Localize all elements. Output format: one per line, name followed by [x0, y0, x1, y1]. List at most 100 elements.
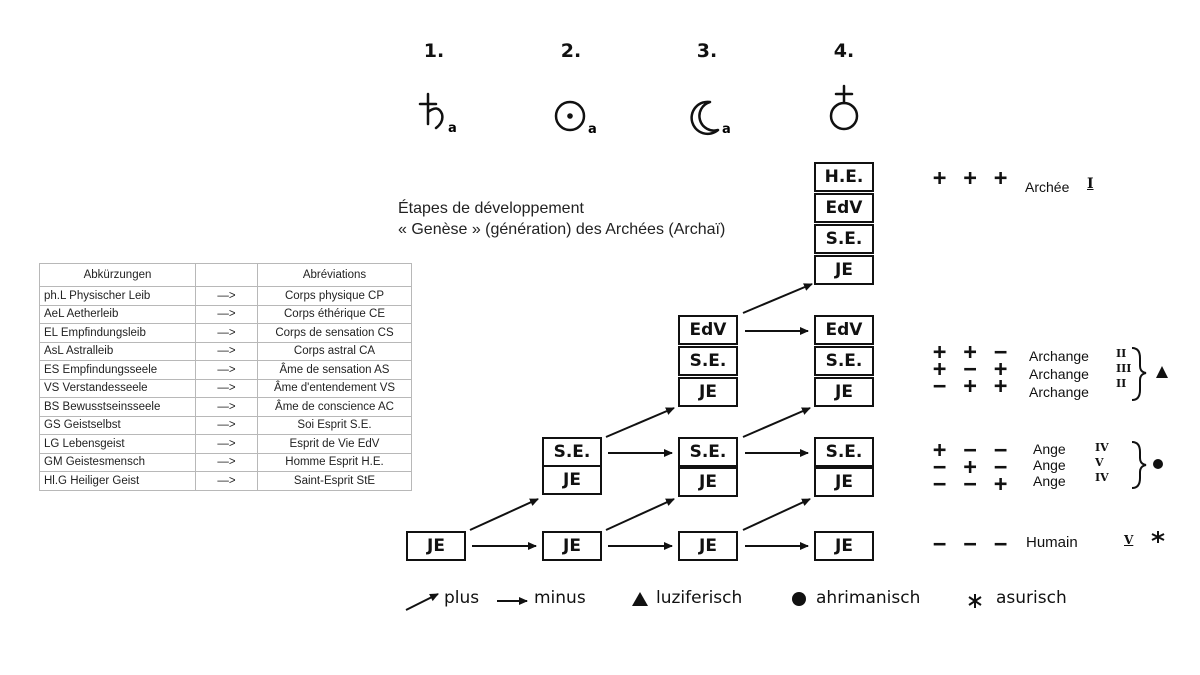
french-cell: Corps de sensation CS	[257, 323, 412, 343]
moon-icon: a	[690, 100, 731, 137]
sun-subscript: a	[588, 122, 597, 137]
earth-icon	[829, 84, 859, 131]
table-row: Hl.G Heiliger Geist—>Saint-Esprit StE	[39, 471, 412, 491]
box-se: S.E.	[814, 224, 874, 254]
header-german: Abkürzungen	[39, 263, 196, 287]
labels-archange: Archange Archange Archange	[1029, 348, 1089, 400]
box-he: H.E.	[814, 162, 874, 192]
box-se: S.E.	[542, 437, 602, 467]
signs-line: − + +	[933, 374, 1010, 399]
french-cell: Corps éthérique CE	[257, 304, 412, 324]
brace-ange	[1131, 441, 1163, 489]
table-row: VS Verstandesseele—>Âme d'entendement VS	[39, 378, 412, 398]
marker-ange: IV V IV	[1095, 441, 1109, 484]
table-row: ES Empfindungsseele—>Âme de sensation AS	[39, 360, 412, 380]
dot-icon	[1153, 459, 1163, 469]
signs-ange: + − − − + − − − +	[933, 438, 1010, 497]
signs-line: + + −	[933, 340, 1010, 365]
label-ange: Ange	[1033, 473, 1066, 489]
box-je: JE	[678, 531, 738, 561]
label-humain: Humain	[1026, 534, 1078, 551]
plus-arrow	[605, 407, 675, 438]
plus-arrow	[742, 407, 811, 438]
header-french: Abréviations	[257, 263, 412, 287]
box-je: JE	[678, 467, 738, 497]
table-row: BS Bewusstseinsseele—>Âme de conscience …	[39, 397, 412, 417]
plus-arrow	[742, 498, 811, 531]
stage-number-2: 2.	[560, 40, 582, 62]
box-edv: EdV	[814, 193, 874, 223]
french-cell: Soi Esprit S.E.	[257, 415, 412, 435]
label-archange: Archange	[1029, 348, 1089, 364]
box-je: JE	[406, 531, 466, 561]
signs-line: − + −	[933, 455, 1010, 480]
labels-ange: Ange Ange Ange	[1033, 441, 1066, 489]
german-cell: ph.L Physischer Leib	[39, 286, 196, 306]
legend-star-label: asurisch	[996, 588, 1067, 608]
marker-humain: V	[1124, 533, 1134, 547]
label-archange: Archange	[1029, 384, 1089, 400]
legend-dot-icon	[792, 592, 806, 606]
signs-line: + − −	[933, 438, 1010, 463]
moon-subscript: a	[722, 122, 731, 137]
table-row: ph.L Physischer Leib—>Corps physique CP	[39, 286, 412, 306]
saturn-icon: a	[418, 92, 457, 136]
box-edv: EdV	[814, 315, 874, 345]
title-line-2: « Genèse » (génération) des Archées (Arc…	[398, 221, 726, 238]
title-line-1: Étapes de développement	[398, 200, 584, 217]
legend-triangle-label: luziferisch	[656, 588, 743, 608]
header-arrow	[195, 263, 258, 287]
signs-archange: + + − + − + − + +	[933, 340, 1010, 399]
legend-triangle-icon	[632, 592, 648, 606]
german-cell: Hl.G Heiliger Geist	[39, 471, 196, 491]
box-se: S.E.	[678, 346, 738, 376]
label-archee: Archée	[1025, 179, 1070, 195]
brace-archange	[1131, 347, 1168, 401]
stage-number-3: 3.	[696, 40, 718, 62]
french-cell: Corps astral CA	[257, 341, 412, 361]
plus-arrow	[605, 498, 675, 531]
marker-archange: II III II	[1116, 347, 1132, 390]
french-cell: Saint-Esprit StE	[257, 471, 412, 491]
box-je: JE	[814, 377, 874, 407]
german-cell: BS Bewusstseinsseele	[39, 397, 196, 417]
sun-icon: a	[554, 100, 597, 137]
signs-line: − − +	[933, 472, 1010, 497]
french-cell: Âme d'entendement VS	[257, 378, 412, 398]
plus-arrow	[469, 498, 539, 531]
label-ange: Ange	[1033, 457, 1066, 473]
stage-number-1: 1.	[423, 40, 445, 62]
plus-arrow	[742, 283, 813, 314]
box-je: JE	[678, 377, 738, 407]
asterisk-icon	[1151, 531, 1165, 543]
box-je: JE	[542, 531, 602, 561]
legend-plus-label: plus	[444, 588, 480, 608]
table-header-row: Abkürzungen Abréviations	[39, 263, 412, 287]
saturn-subscript: a	[448, 121, 457, 136]
table-row: EL Empfindungsleib—>Corps de sensation C…	[39, 323, 412, 343]
table-row: GS Geistselbst—>Soi Esprit S.E.	[39, 415, 412, 435]
box-je: JE	[542, 465, 602, 495]
box-se: S.E.	[814, 437, 874, 467]
legend-dot-label: ahrimanisch	[816, 588, 921, 608]
box-je: JE	[814, 255, 874, 285]
box-edv: EdV	[678, 315, 738, 345]
stage-number-4: 4.	[833, 40, 855, 62]
legend-minus-label: minus	[534, 588, 586, 608]
marker-archee: I	[1087, 176, 1094, 192]
signs-archee: + + +	[933, 166, 1010, 191]
table-row: AeL Aetherleib—>Corps éthérique CE	[39, 304, 412, 324]
label-ange: Ange	[1033, 441, 1066, 457]
signs-humain: − − −	[933, 532, 1010, 557]
box-je: JE	[814, 531, 874, 561]
box-se: S.E.	[678, 437, 738, 467]
french-cell: Âme de conscience AC	[257, 397, 412, 417]
signs-line: + − +	[933, 357, 1010, 382]
abbreviations-table: Abkürzungen Abréviations ph.L Physischer…	[39, 263, 412, 491]
diagram-title: Étapes de développement « Genèse » (géné…	[398, 198, 725, 240]
arrow-cell: —>	[195, 304, 258, 324]
triangle-icon	[1156, 366, 1168, 378]
label-archange: Archange	[1029, 366, 1089, 382]
legend-plus-arrow	[405, 593, 439, 611]
